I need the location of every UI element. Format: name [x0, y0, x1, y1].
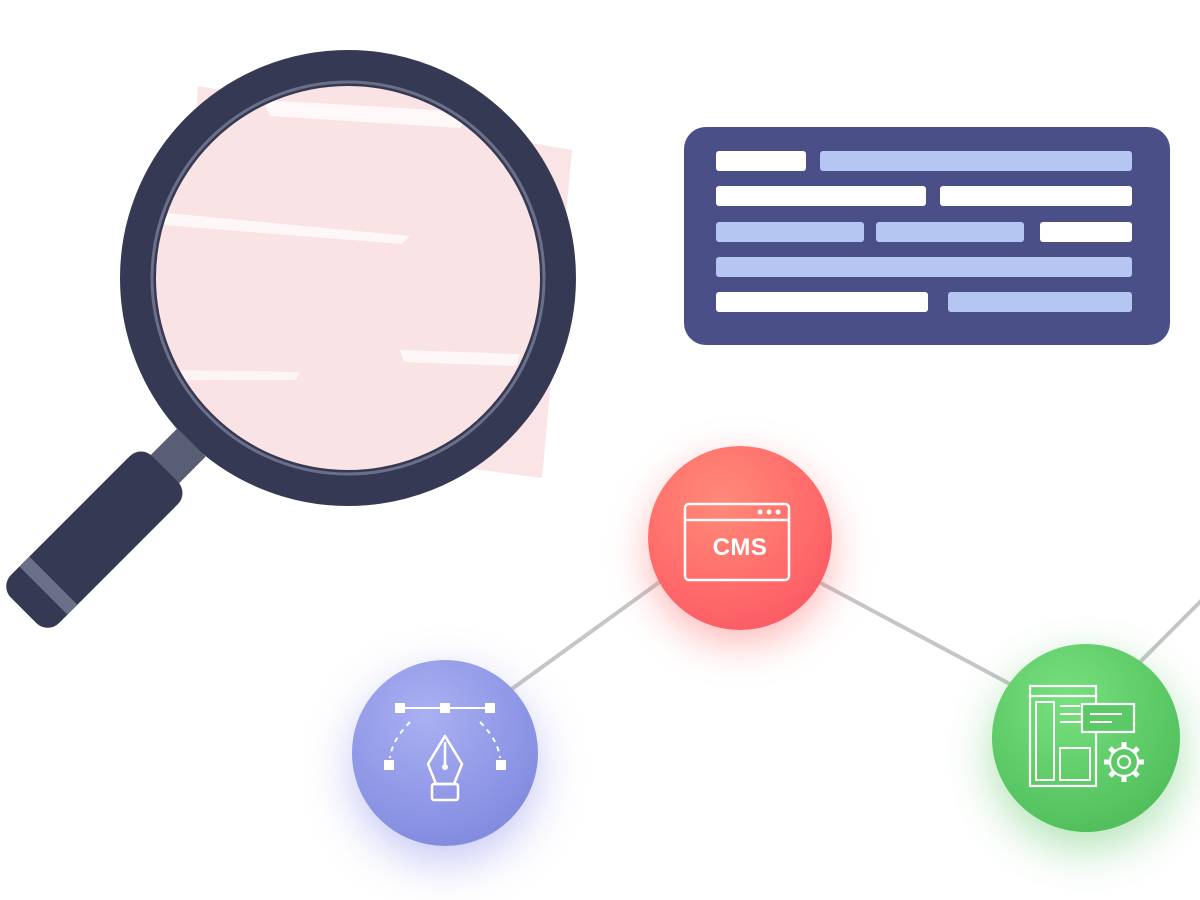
lens-glare — [262, 100, 470, 128]
text-line — [716, 186, 926, 206]
browser-window-icon — [683, 502, 791, 582]
text-line-highlight — [948, 292, 1132, 312]
connector-cms-web — [799, 570, 1041, 702]
lens-glare — [150, 212, 410, 244]
cms-node: CMS — [648, 446, 832, 630]
text-line — [716, 292, 928, 312]
handle-band — [19, 556, 78, 615]
text-line — [940, 186, 1132, 206]
connector-web-offscreen — [1128, 599, 1200, 674]
lens-rim — [120, 50, 576, 506]
text-line — [716, 151, 806, 171]
handle — [6, 451, 183, 628]
pen-tool-bezier-icon — [384, 703, 506, 802]
text-line — [1040, 222, 1132, 242]
lens-inner-ring — [150, 80, 546, 476]
cms-label: CMS — [712, 534, 768, 561]
webpage-settings-gear-icon — [1028, 684, 1144, 788]
design-node — [352, 660, 538, 846]
magnifying-glass-icon — [6, 50, 576, 628]
document-lines-card — [684, 127, 1170, 345]
lens-glare — [166, 370, 300, 380]
web-settings-node — [992, 644, 1180, 832]
text-line-highlight — [876, 222, 1024, 242]
lens-glare — [400, 350, 520, 366]
text-line-highlight — [716, 257, 1132, 277]
text-line-highlight — [820, 151, 1132, 171]
connector-design-cms — [478, 558, 692, 714]
text-line-highlight — [716, 222, 864, 242]
